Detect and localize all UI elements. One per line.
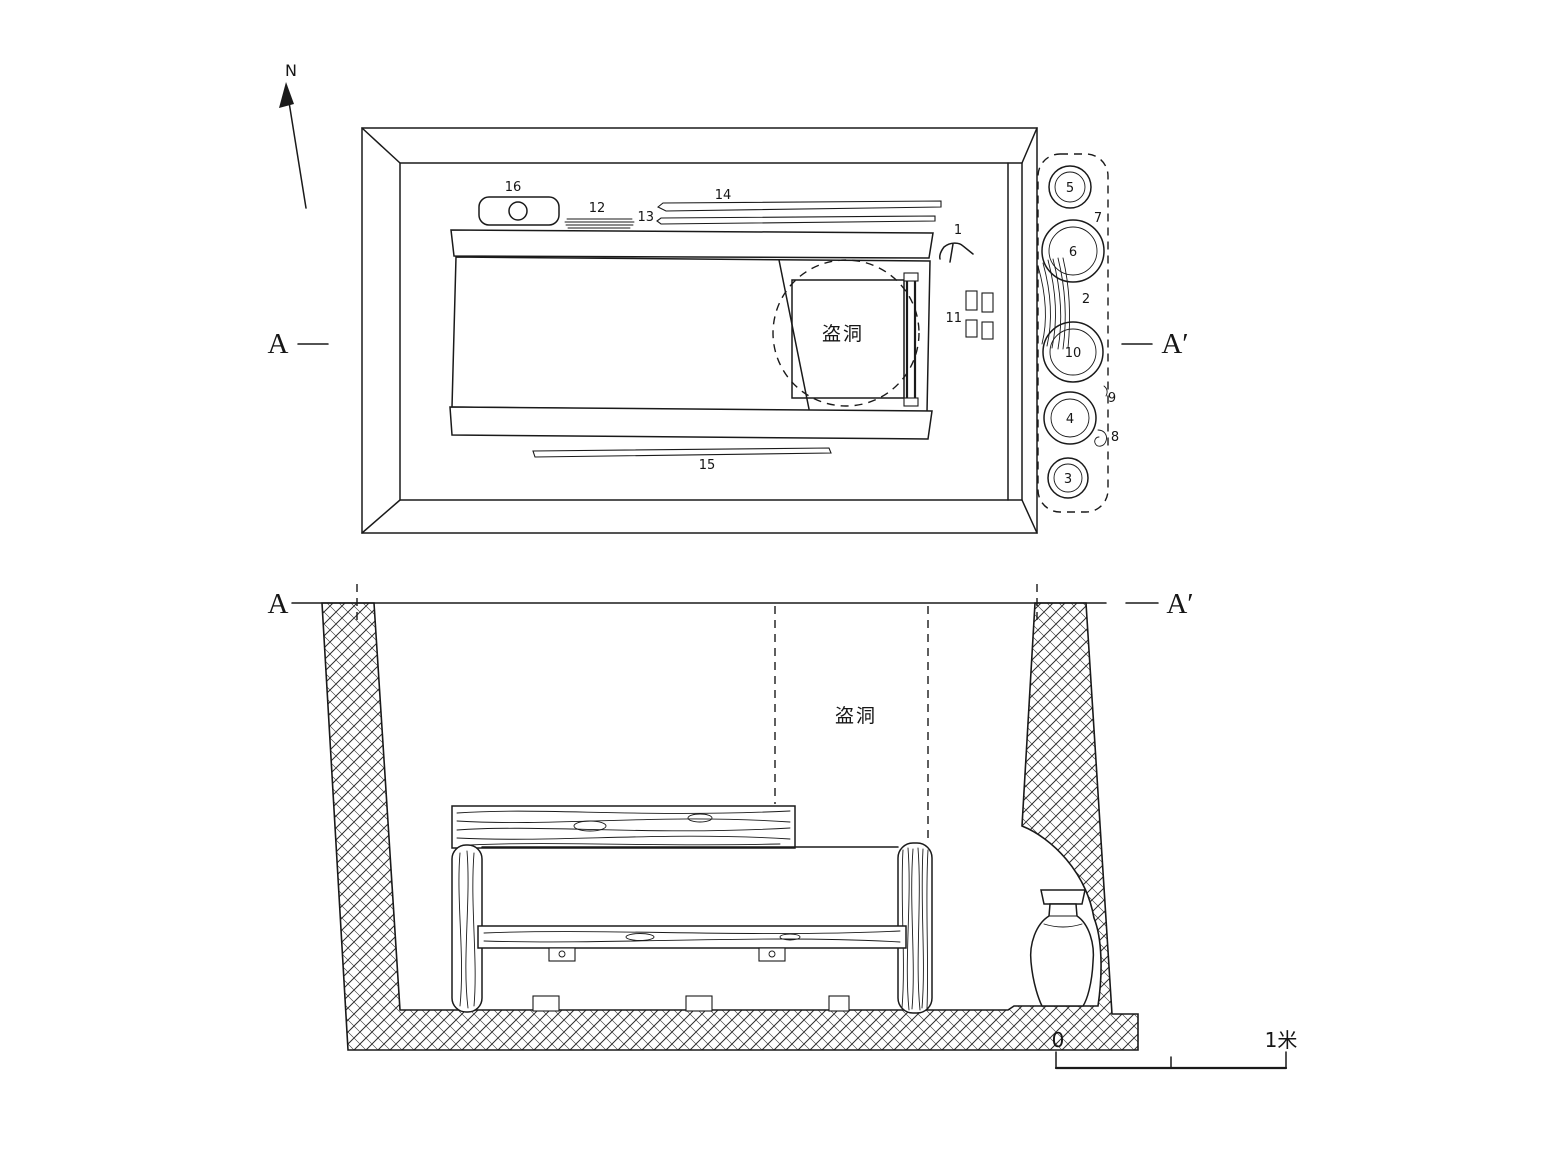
vessel-4-inner: [1050, 398, 1090, 438]
artifact-12-strips: 12: [564, 201, 635, 232]
artifact-1-fitting: 1: [939, 223, 974, 263]
pot-shoulder-lines: [1043, 915, 1083, 928]
vessel-3-inner: [1053, 463, 1083, 493]
artifact-8-mark: [1094, 429, 1107, 447]
label-10: 10: [1065, 346, 1082, 361]
artifact-14-rod: 14: [656, 188, 942, 212]
artifact-11-d: [981, 321, 994, 340]
label-8: 8: [1111, 430, 1119, 445]
plan-pit-inner-edge: [399, 162, 1023, 501]
label-15: 15: [699, 458, 716, 473]
artifact-15-shape: [532, 447, 832, 458]
section-view: A A′ 盗洞: [268, 584, 1194, 1051]
label-12: 12: [589, 201, 606, 216]
plan-marker-a: A: [268, 328, 289, 360]
plan-top-plank: [450, 229, 934, 259]
vessel-5-outer: [1048, 165, 1092, 209]
label-16: 16: [505, 180, 522, 195]
plan-section-markers: A A′: [268, 328, 1189, 360]
label-3: 3: [1064, 472, 1072, 487]
vessel-5-inner: [1054, 171, 1086, 203]
coffin-foot-middle: [685, 995, 713, 1012]
vessel-6-outer: [1041, 219, 1105, 283]
scale-label-max: 1米: [1265, 1028, 1298, 1052]
label-14: 14: [715, 188, 732, 203]
vessel-10-outer: [1042, 321, 1104, 383]
artifact-2-bundle: [1037, 257, 1071, 350]
plan-corner-sw: [361, 499, 401, 534]
artifact-11-c: [965, 319, 978, 338]
plan-corner-ne: [1021, 127, 1038, 164]
plan-marker-a-prime: A′: [1161, 328, 1188, 360]
artifact-13-rod: 13: [637, 210, 936, 225]
coffin-cleat-right-peg: [768, 950, 776, 958]
plan-robber-hole-label: 盗洞: [822, 323, 864, 345]
plan-niche-vessels: 5 6 10 4 3 2 7 9 8: [1037, 153, 1119, 513]
vessel-4-outer: [1043, 391, 1097, 445]
artifact-11-a: [965, 290, 978, 311]
plan-end-board-cap-bottom: [903, 397, 919, 407]
coffin-foot-right: [828, 995, 850, 1012]
pot-rim: [1040, 889, 1086, 905]
label-11: 11: [945, 311, 962, 326]
coffin-cleat-left: [548, 947, 576, 962]
section-lid-plank: [451, 805, 796, 849]
label-6: 6: [1069, 245, 1077, 260]
coffin-cleat-right: [758, 947, 786, 962]
artifact-12-lines: [564, 218, 635, 232]
section-marker-a: A: [268, 588, 289, 620]
artifact-16-detail: [508, 201, 528, 221]
artifact-16-box: 16: [478, 180, 560, 226]
plan-coffin-divider: [778, 259, 810, 410]
label-7: 7: [1094, 211, 1102, 226]
section-earth-hatch: [321, 602, 1139, 1051]
coffin-cleat-left-peg: [558, 950, 566, 958]
pot-body: [1029, 903, 1095, 1007]
section-coffin: [451, 842, 933, 1014]
vessel-3-outer: [1047, 457, 1089, 499]
label-9: 9: [1108, 391, 1116, 406]
section-robber-hole-label: 盗洞: [835, 705, 877, 727]
label-13: 13: [637, 210, 654, 225]
artifact-13-shape: [656, 215, 936, 225]
coffin-foot-left: [532, 995, 560, 1012]
mid-plank-grain: [483, 930, 901, 943]
plan-view: 盗洞 16 12 14 13 15 1: [268, 127, 1189, 534]
plan-corner-nw: [361, 127, 401, 164]
artifact-14-shape: [656, 200, 942, 212]
artifact-15-rod: 15: [532, 447, 832, 473]
north-arrow-head: [279, 82, 294, 108]
plan-inner-coffin: [791, 279, 905, 399]
label-4: 4: [1066, 412, 1074, 427]
artifact-11-b: [981, 292, 994, 313]
left-board-grain: [458, 850, 476, 1009]
scale-label-zero: 0: [1052, 1028, 1065, 1052]
lid-wood-grain: [456, 810, 791, 846]
vessel-6-inner: [1048, 226, 1098, 276]
north-arrow: N: [279, 61, 307, 209]
north-arrow-shaft: [288, 101, 307, 209]
north-label: N: [285, 61, 297, 80]
artifact-16-outline: [478, 196, 560, 226]
plan-corner-se: [1021, 499, 1038, 534]
label-2: 2: [1082, 292, 1090, 307]
plan-robber-hole-outline: [772, 259, 920, 407]
artifact-9-mark: [1103, 385, 1108, 397]
artifact-1-shape: [939, 242, 974, 263]
label-1: 1: [954, 223, 962, 238]
plan-niche-outline: [1037, 153, 1109, 513]
vessel-10-inner: [1049, 328, 1097, 376]
niche-pot: [1029, 889, 1095, 1007]
plan-bottom-plank: [449, 406, 933, 440]
section-marker-a-prime: A′: [1166, 588, 1193, 620]
label-5: 5: [1066, 181, 1074, 196]
artifact-11-plaques: 11: [945, 290, 994, 340]
plan-coffin: 盗洞: [449, 229, 934, 440]
scale-bar: 0 1米: [1052, 1028, 1298, 1070]
coffin-mid-plank: [477, 925, 907, 949]
plan-end-board-cap-top: [903, 272, 919, 282]
